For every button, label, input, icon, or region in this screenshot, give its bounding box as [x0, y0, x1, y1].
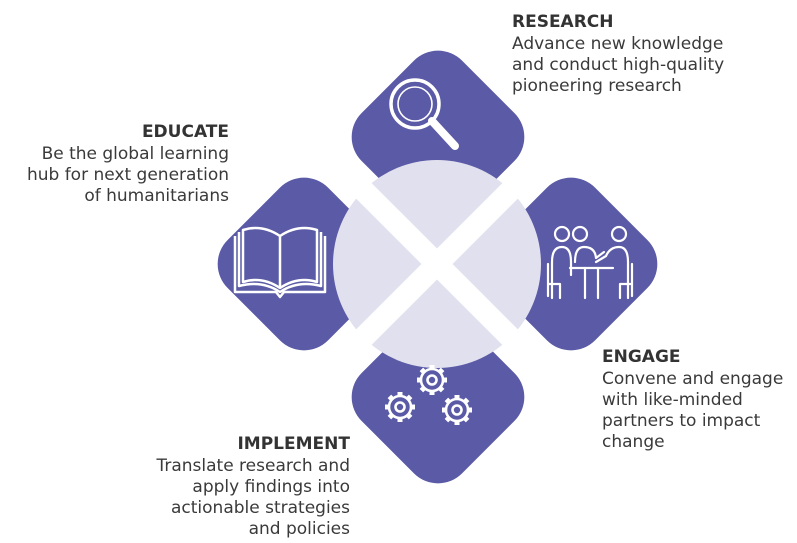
educate-text: EDUCATE Be the global learning hub for n…: [27, 122, 229, 207]
gears-icon: [385, 365, 472, 425]
research-description: Advance new knowledge and conduct high-q…: [512, 34, 725, 96]
implement-description: Translate research and apply findings in…: [156, 456, 350, 539]
people-meeting-icon: [546, 225, 634, 300]
implement-text: IMPLEMENT Translate research and apply f…: [156, 434, 350, 540]
research-title: RESEARCH: [512, 12, 614, 32]
engage-title: ENGAGE: [602, 347, 681, 367]
implement-title: IMPLEMENT: [237, 434, 350, 454]
research-text: RESEARCH Advance new knowledge and condu…: [512, 12, 724, 97]
educate-title: EDUCATE: [141, 122, 229, 142]
open-book-icon: [233, 226, 327, 299]
engage-description: Convene and engage with like-minded part…: [602, 369, 784, 452]
educate-description: Be the global learning hub for next gene…: [26, 144, 229, 206]
magnifying-glass-icon: [389, 78, 459, 150]
center-circle: [332, 159, 542, 369]
engage-text: ENGAGE Convene and engage with like-mind…: [602, 347, 783, 453]
